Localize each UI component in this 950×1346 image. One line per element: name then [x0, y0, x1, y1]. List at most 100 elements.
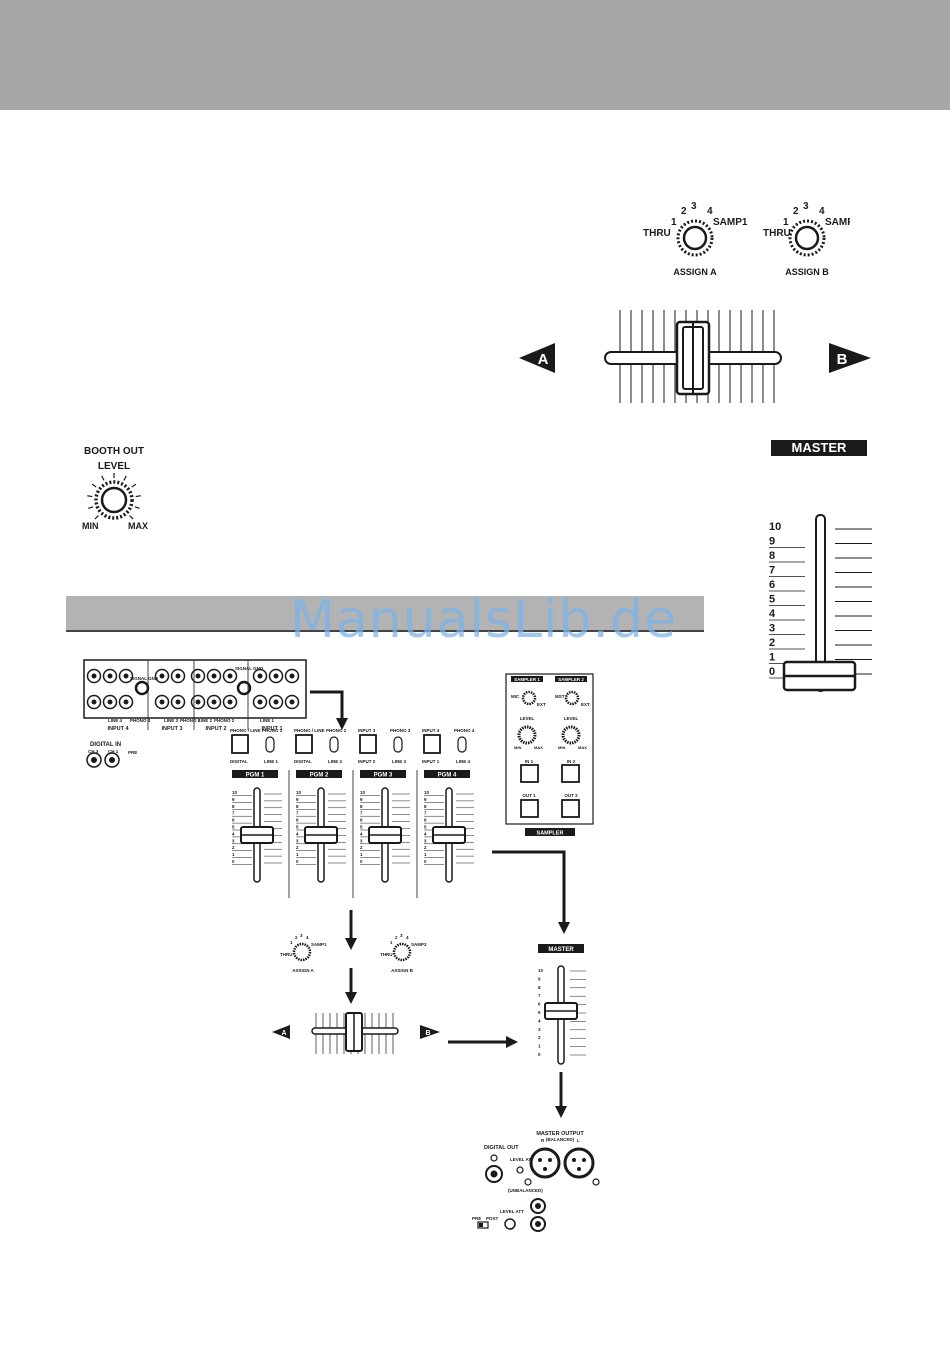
rca-jack-pin	[227, 673, 233, 679]
unbalanced-jack-top[interactable]	[530, 1198, 546, 1214]
crossfader-knob[interactable]	[675, 320, 711, 396]
svg-text:LINE 3: LINE 3	[392, 759, 407, 764]
svg-text:THRU: THRU	[280, 952, 293, 957]
svg-text:1: 1	[232, 852, 235, 857]
arrow-head-crossfader	[345, 992, 357, 1004]
crossfader-a-label: A	[538, 351, 549, 368]
rear-line-4-label: LINE 4	[108, 718, 123, 723]
sampler1-level-knob[interactable]	[517, 725, 537, 745]
svg-text:8: 8	[360, 804, 363, 809]
svg-text:3: 3	[400, 933, 403, 938]
sampler-out1-button[interactable]	[520, 799, 539, 818]
mini-assign-a: THRU 1 2 3 4 SAMP1 ASSIGN A	[280, 933, 327, 973]
svg-text:5: 5	[296, 825, 299, 830]
arrow-channels-to-master	[492, 850, 566, 924]
svg-text:PHONO 1: PHONO 1	[262, 728, 283, 733]
svg-text:10: 10	[296, 790, 302, 795]
master-scale-label: 5	[769, 594, 775, 606]
sampler-in2-button[interactable]	[561, 764, 580, 783]
digital-in-jack-ch3[interactable]	[86, 752, 102, 768]
svg-text:4: 4	[296, 831, 299, 836]
sampler2-level-knob[interactable]	[561, 725, 581, 745]
svg-text:0: 0	[424, 859, 427, 864]
arrow-head-assign	[345, 938, 357, 950]
channel-3-selector-button[interactable]	[359, 734, 377, 754]
mini-master-scale-label: 9	[538, 976, 541, 981]
sampler-out2-label: OUT 2	[564, 793, 578, 798]
level-att-knob[interactable]	[504, 1218, 516, 1230]
rear-phono-4-label: PHONO 4	[130, 718, 151, 723]
rca-jack-pin	[273, 673, 279, 679]
xlr-output-l[interactable]	[563, 1147, 595, 1179]
svg-text:5: 5	[424, 825, 427, 830]
svg-text:6: 6	[296, 818, 299, 823]
rear-digital-in-label: DIGITAL IN	[90, 742, 121, 748]
assign-b-pos-3: 3	[803, 201, 809, 212]
pre-post-switch[interactable]	[477, 1221, 489, 1229]
sampler2-max: MAX	[578, 745, 587, 750]
sampler2-mst: MST	[555, 694, 565, 699]
channel-3-indicator	[393, 736, 403, 753]
svg-text:7: 7	[296, 811, 299, 816]
svg-text:PGM 2: PGM 2	[310, 773, 329, 779]
svg-text:2: 2	[232, 845, 235, 850]
svg-text:3: 3	[232, 838, 235, 843]
svg-text:PGM 3: PGM 3	[374, 773, 393, 779]
mini-assign-b: THRU 1 2 3 4 SAMP2 ASSIGN B	[380, 933, 427, 973]
rca-jack-pin	[91, 699, 97, 705]
assign-a-label: ASSIGN A	[673, 267, 717, 277]
digital-in-jack-ch1[interactable]	[104, 752, 120, 768]
rear-digital-ch3-label: CH 3	[88, 749, 99, 754]
assign-b-pos-2: 2	[793, 206, 799, 217]
svg-text:3: 3	[300, 933, 303, 938]
mini-master-scale-label: 6	[538, 1002, 541, 1007]
digital-out-jack[interactable]	[485, 1165, 503, 1183]
sampler2-mode-knob[interactable]	[564, 690, 580, 706]
sampler-in1-button[interactable]	[520, 764, 539, 783]
booth-knob-tick	[101, 475, 105, 481]
xlr-output-r[interactable]	[529, 1147, 561, 1179]
arrow-head-xf-master	[506, 1036, 518, 1048]
svg-text:PHONO 2: PHONO 2	[326, 728, 347, 733]
assign-a-knob[interactable]	[676, 219, 714, 257]
channel-2-selector-button[interactable]	[295, 734, 313, 754]
master-scale-label: 8	[769, 550, 775, 562]
signal-gnd-terminal[interactable]	[134, 680, 150, 696]
svg-text:PGM 1: PGM 1	[246, 773, 265, 779]
crossfader-b-arrow	[829, 343, 871, 373]
unbalanced-jack-bottom[interactable]	[530, 1216, 546, 1232]
page-header-bar	[0, 0, 950, 110]
assign-a-pos-2: 2	[681, 206, 687, 217]
channel-1-selector-button[interactable]	[231, 734, 249, 754]
svg-text:LINE 2: LINE 2	[328, 759, 343, 764]
rca-jack-pin	[211, 699, 217, 705]
channel-4-selector-button[interactable]	[423, 734, 441, 754]
assign-b-knob[interactable]	[788, 219, 826, 257]
svg-text:10: 10	[360, 790, 366, 795]
svg-text:4: 4	[232, 831, 235, 836]
arrow-head-input	[336, 718, 348, 730]
pre-label: PRE	[472, 1216, 481, 1221]
svg-text:1: 1	[296, 852, 299, 857]
crossfader-b-label: B	[837, 351, 848, 368]
svg-text:SAMP1: SAMP1	[311, 942, 327, 947]
assign-b-pos-4: 4	[819, 206, 825, 217]
master-fader-knob[interactable]	[782, 660, 857, 692]
rear-input-1-label: INPUT 1	[261, 726, 282, 732]
rear-phono-2-label: PHONO 2	[214, 718, 235, 723]
rca-jack-pin	[91, 673, 97, 679]
svg-text:6: 6	[360, 818, 363, 823]
booth-knob-tick	[91, 483, 97, 488]
booth-knob-tick	[134, 506, 140, 509]
sampler-out2-button[interactable]	[561, 799, 580, 818]
unbalanced-label: (UNBALANCED)	[508, 1188, 543, 1193]
booth-level-knob[interactable]	[94, 480, 134, 520]
rca-jack-pin	[175, 673, 181, 679]
signal-gnd-terminal[interactable]	[236, 680, 252, 696]
sampler-section: SAMPLER 1 SAMPLER 2 MIC EXT MST EXT LEVE…	[505, 673, 594, 837]
assign-a-samp: SAMP1	[713, 217, 748, 228]
sampler1-mode-knob[interactable]	[521, 690, 537, 706]
svg-text:3: 3	[296, 838, 299, 843]
svg-text:2: 2	[424, 845, 427, 850]
